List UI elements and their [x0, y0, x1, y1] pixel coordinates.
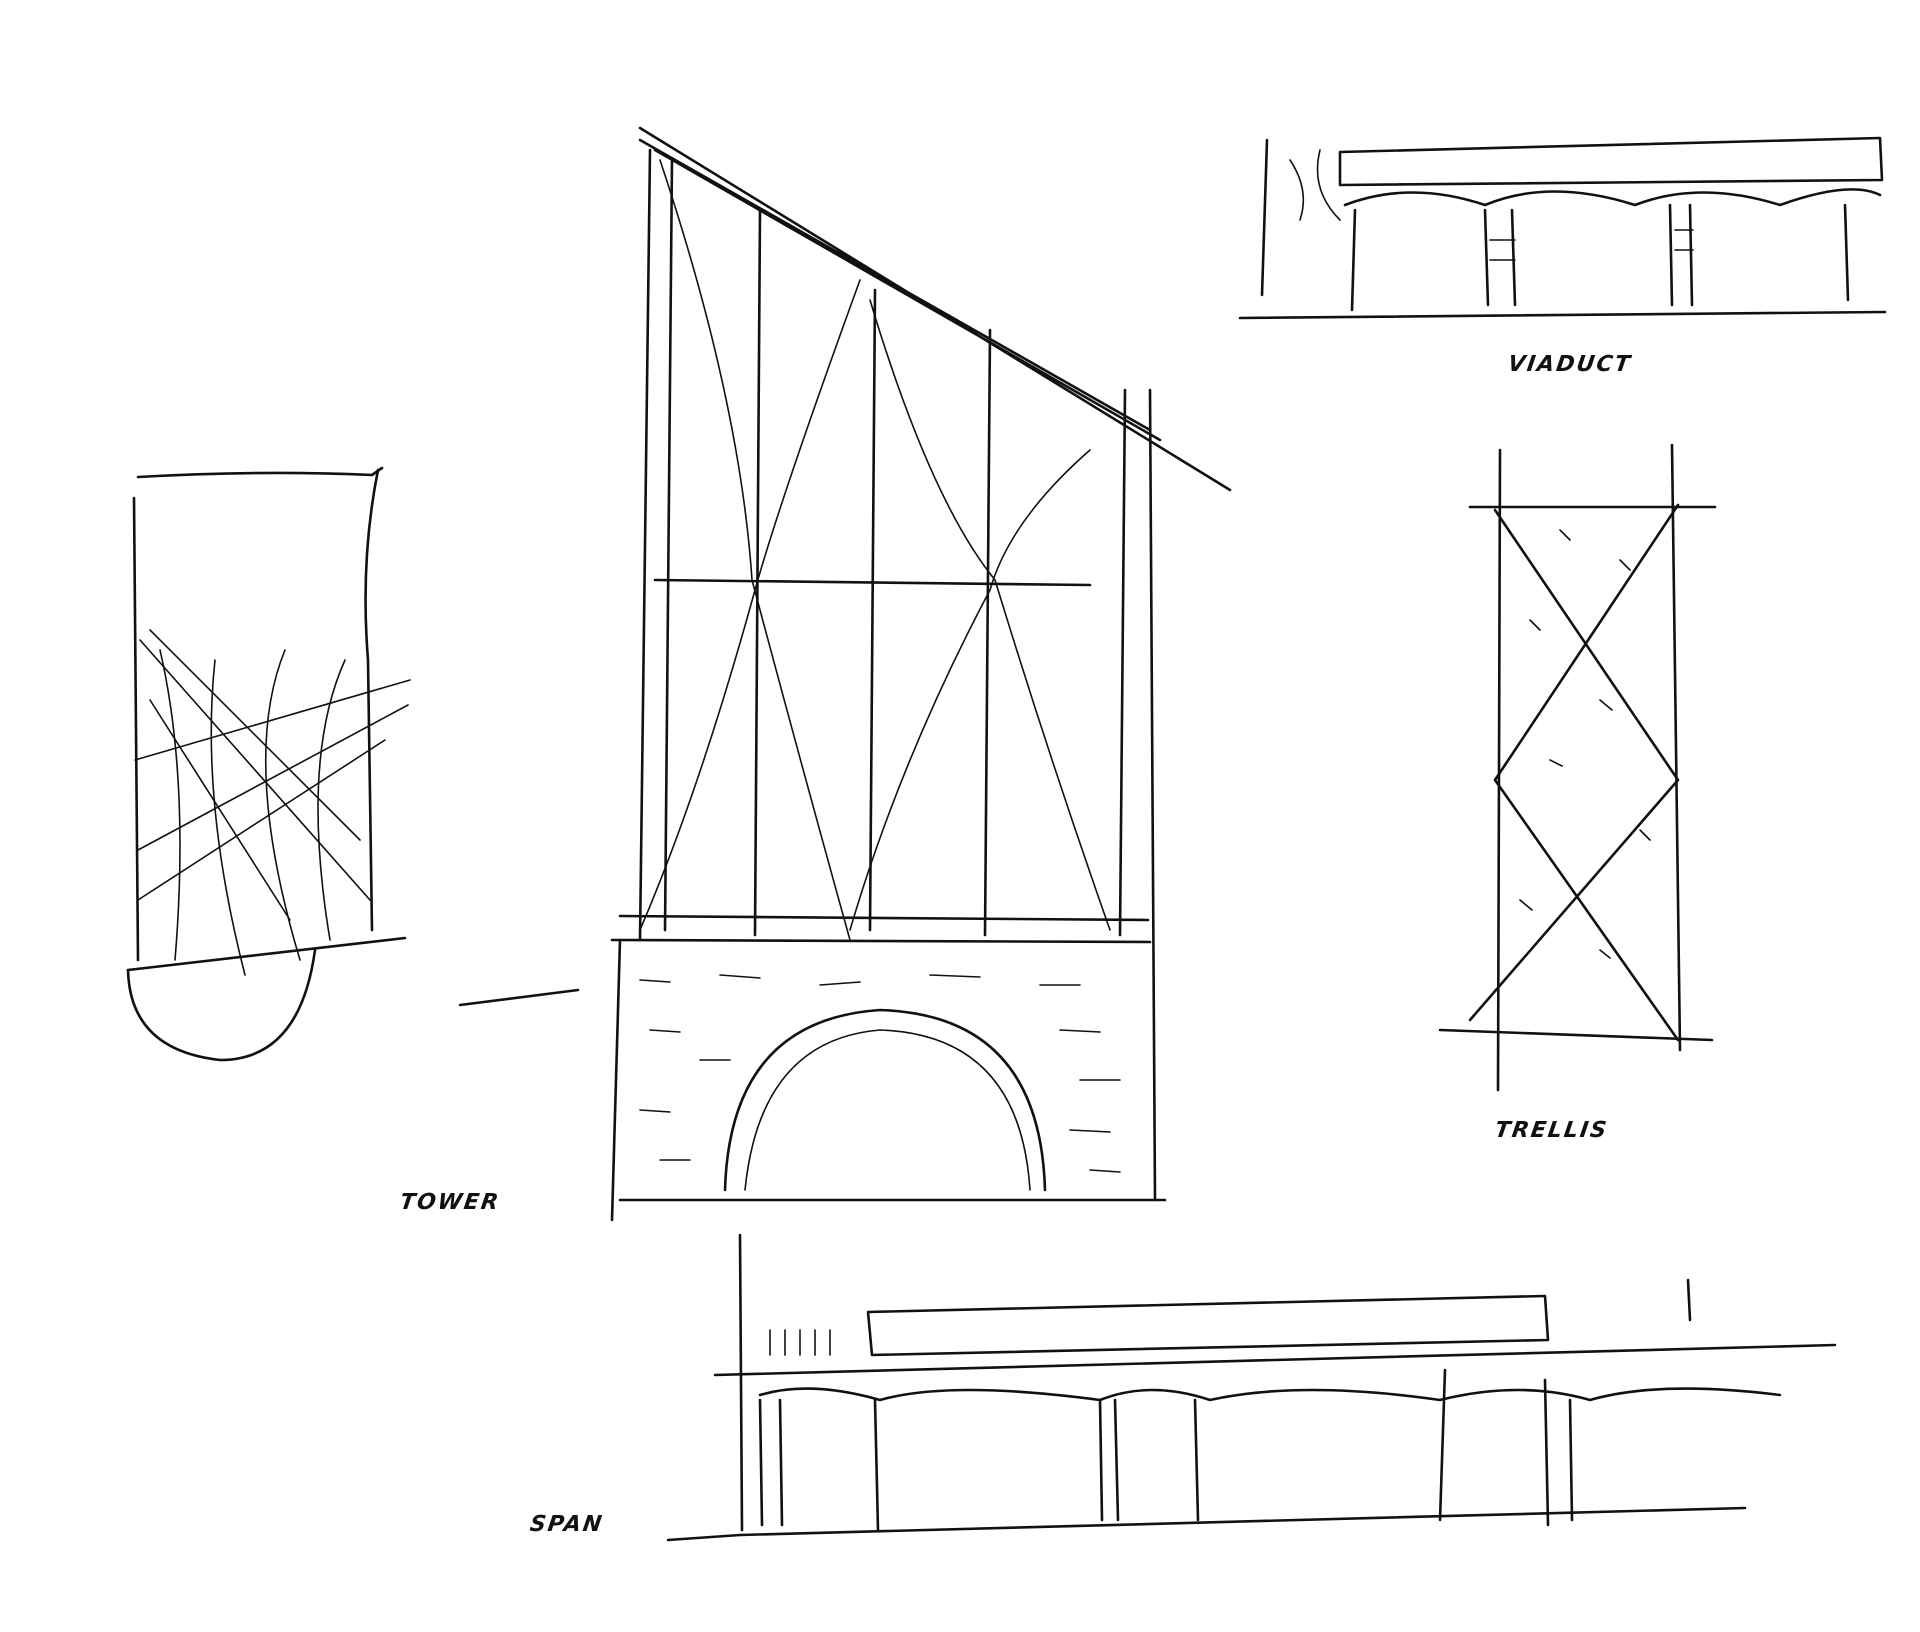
viaduct-sketch	[1238, 136, 1887, 320]
label-viaduct: VIADUCT	[1506, 352, 1634, 377]
tower-sketch-left	[126, 466, 411, 1062]
span-sketch	[666, 1233, 1837, 1542]
tower-sketch-center	[458, 126, 1232, 1222]
label-tower: TOWER	[398, 1190, 502, 1215]
trellis-sketch	[1438, 443, 1717, 1092]
label-trellis: TRELLIS	[1493, 1118, 1610, 1143]
label-span: SPAN	[528, 1512, 606, 1537]
